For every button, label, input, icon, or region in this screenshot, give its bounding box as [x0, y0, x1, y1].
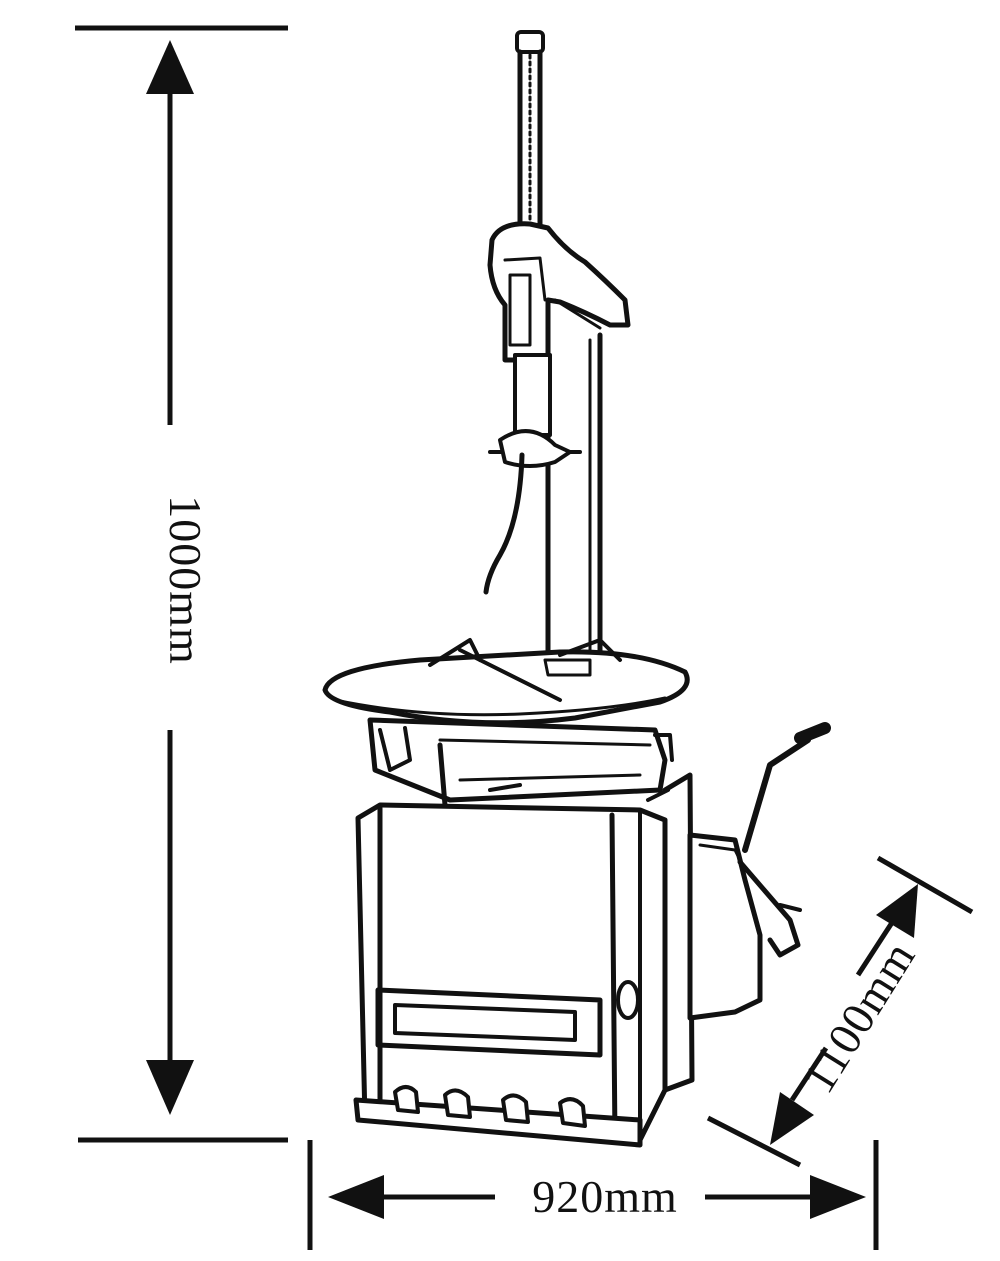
height-bottom-arrowhead: [146, 1060, 194, 1115]
height-top-arrowhead: [146, 40, 194, 94]
depth-upper-arrow-line: [855, 916, 898, 977]
depth-top-extension-line: [876, 855, 974, 915]
depth-bottom-arrowhead: [770, 1092, 814, 1145]
depth-dimension-label: 1100mm: [793, 932, 925, 1101]
foot-pedals: [393, 1085, 587, 1128]
turntable: [322, 638, 690, 726]
bead-breaker-arm: [687, 722, 831, 1021]
vertical-column: [488, 327, 603, 668]
bead-breaker-handle: [742, 737, 811, 853]
front-panel-slot: [375, 987, 603, 1058]
tire-changer-machine: [322, 30, 831, 1148]
vertical-threaded-post: [515, 30, 545, 233]
air-hose: [483, 452, 525, 595]
height-dimension: 1000mm: [75, 25, 288, 1143]
cabinet-base: [353, 1097, 643, 1148]
main-cabinet: [353, 772, 695, 1148]
width-dimension-label: 920mm: [532, 1171, 678, 1222]
side-knob: [616, 980, 640, 1020]
depth-lower-arrow-line: [789, 1046, 829, 1102]
width-left-arrowhead: [328, 1175, 384, 1219]
upper-housing: [367, 717, 674, 808]
width-right-arrowhead: [810, 1175, 866, 1219]
height-dimension-label: 1000mm: [160, 495, 211, 665]
mount-head-arm: [487, 221, 631, 363]
width-dimension: 920mm: [307, 1140, 879, 1250]
depth-bottom-extension-line: [706, 1115, 802, 1168]
depth-top-arrowhead: [876, 884, 918, 938]
